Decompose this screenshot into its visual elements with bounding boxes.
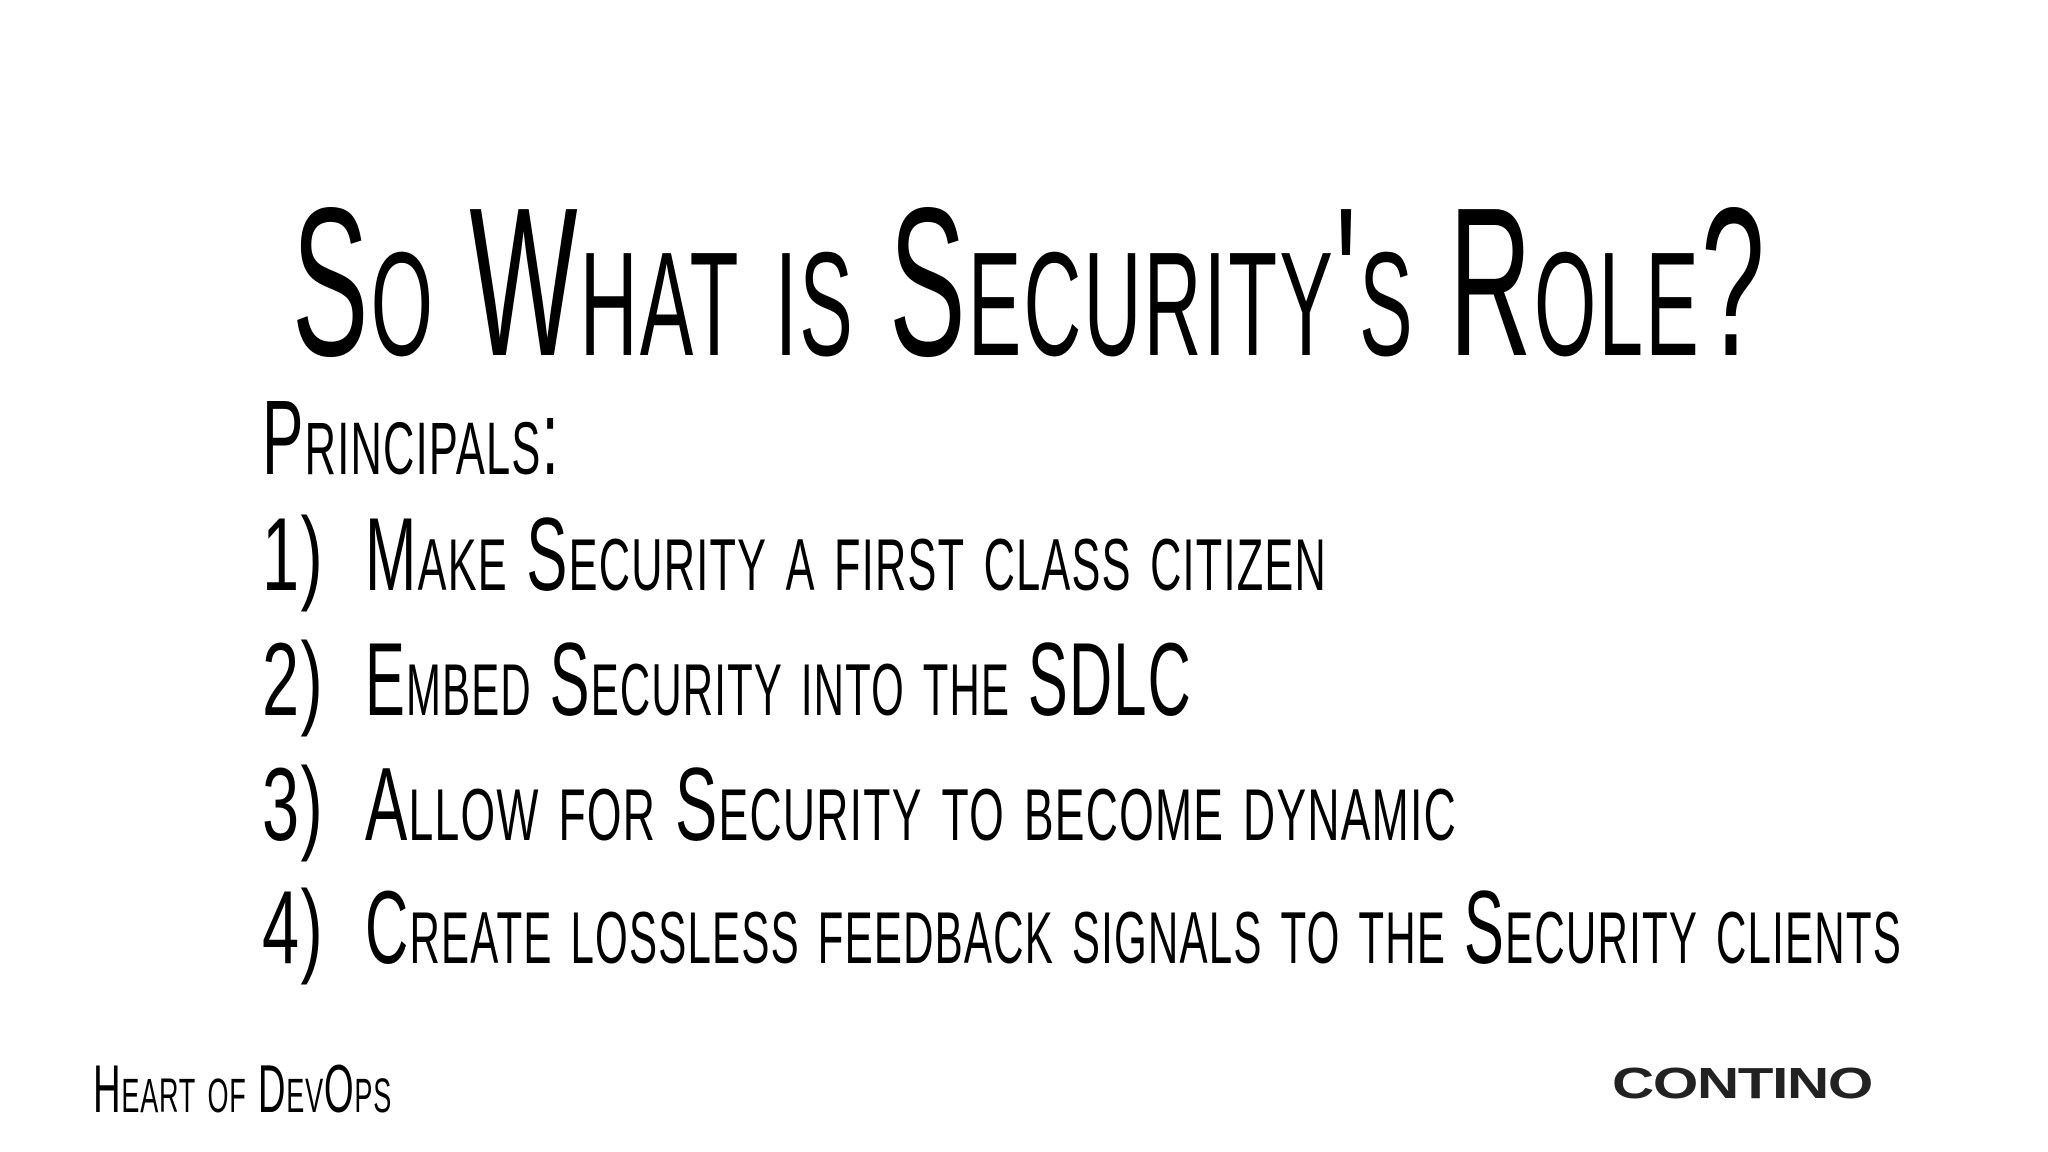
- principle-number: 2): [262, 622, 324, 738]
- principle-text: Embed Security into the SDLC: [365, 622, 1192, 738]
- principle-number: 3): [262, 747, 324, 863]
- principle-text: Make Security a first class citizen: [365, 497, 1327, 613]
- slide-title: So What is Security's Role?: [292, 163, 1767, 400]
- footer-heart-of-devops: Heart of DevOps: [93, 1051, 392, 1127]
- principle-text: Create lossless feedback signals to the …: [365, 870, 1902, 986]
- principle-number: 1): [262, 497, 324, 613]
- principle-number: 4): [262, 870, 324, 986]
- principle-text: Allow for Security to become dynamic: [365, 747, 1457, 863]
- principals-heading: Principals:: [262, 379, 560, 497]
- contino-logo: CONTINO: [1612, 1059, 1873, 1108]
